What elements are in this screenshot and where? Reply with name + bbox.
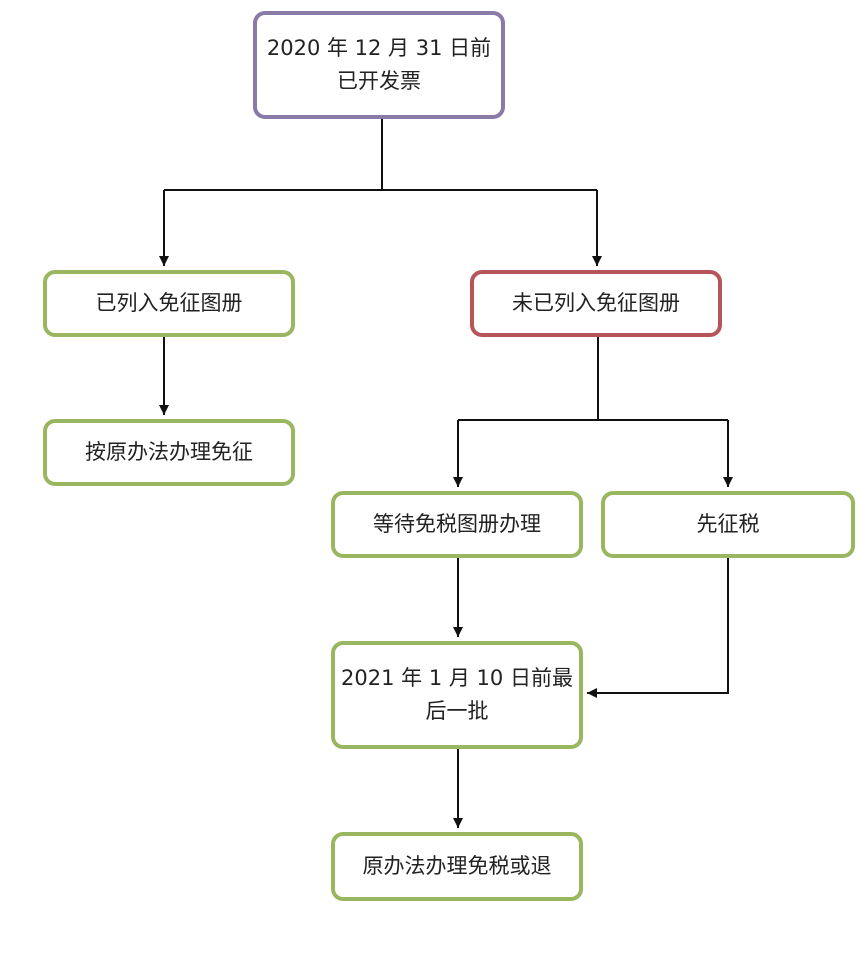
node-not-listed-in-exemption-catalog: 未已列入免征图册 [470,270,722,337]
node-exempt-or-refund: 原办法办理免税或退 [331,832,583,901]
node-label: 按原办法办理免征 [85,440,253,465]
node-label: 已列入免征图册 [95,291,243,316]
node-handle-by-original-method: 按原办法办理免征 [43,419,295,486]
node-levy-tax-first: 先征税 [601,491,855,558]
node-wait-for-catalog: 等待免税图册办理 [331,491,583,558]
node-label: 原办法办理免税或退 [362,854,552,879]
node-invoiced-before-2020-12-31: 2020 年 12 月 31 日前 已开发票 [253,11,505,119]
node-label: 2020 年 12 月 31 日前 已开发票 [266,36,492,93]
node-label: 等待免税图册办理 [373,512,541,537]
node-label: 2021 年 1 月 10 日前最 后一批 [341,666,573,723]
arrow-tax-first-to-last-batch [587,558,729,698]
node-listed-in-exemption-catalog: 已列入免征图册 [43,270,295,337]
node-last-batch-before-2021-01-10: 2021 年 1 月 10 日前最 后一批 [331,641,583,749]
node-label: 先征税 [696,512,760,537]
node-label: 未已列入免征图册 [512,291,680,316]
